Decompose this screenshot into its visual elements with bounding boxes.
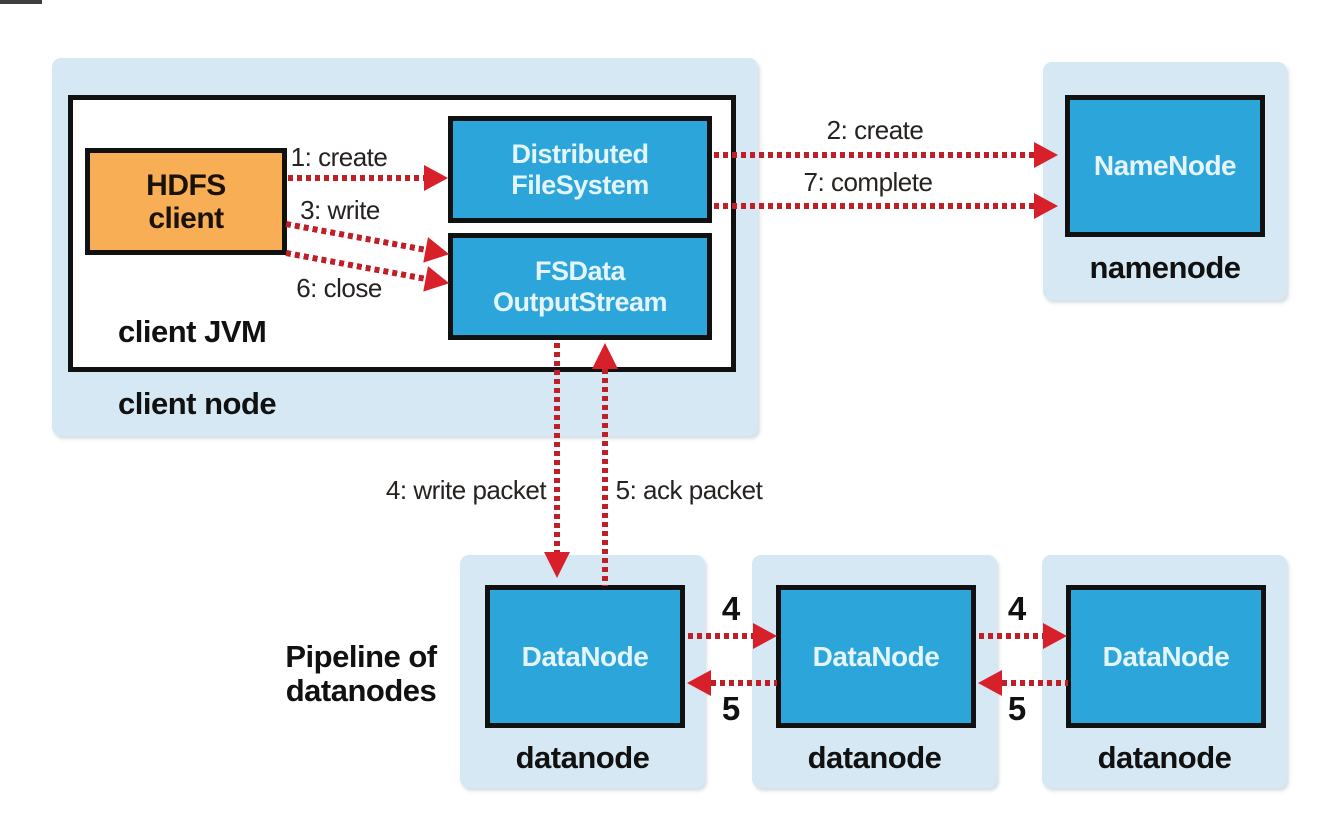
datanode-label-1: DataNode — [521, 640, 649, 672]
hdfs-client-node: HDFS client — [85, 148, 287, 255]
client-jvm-caption: client JVM — [118, 314, 267, 349]
arrowhead-right-icon — [1034, 142, 1058, 168]
arrowhead-right-icon — [1034, 193, 1058, 219]
dotted-line — [711, 680, 777, 686]
arrow-label-step2: 2: create — [826, 115, 924, 145]
arrow-step5-ack-packet — [592, 343, 618, 586]
arrow-pipeline-forward-2 — [979, 623, 1067, 649]
arrow-label-step4-write-packet: 4: write packet — [385, 475, 547, 505]
pipeline-step5-label-1: 5 — [721, 690, 741, 727]
arrowhead-right-icon — [1043, 623, 1067, 649]
fsdata-outputstream-label: FSData OutputStream — [492, 256, 668, 317]
dotted-line — [288, 175, 424, 181]
dotted-line — [602, 369, 608, 586]
hdfs-client-label: HDFS client — [146, 168, 226, 235]
dotted-line — [1002, 680, 1068, 686]
arrowhead-up-icon — [592, 343, 618, 369]
datanode-node-1: DataNode — [485, 585, 685, 728]
arrow-label-step1: 1: create — [290, 142, 388, 172]
distributed-filesystem-node: Distributed FileSystem — [448, 116, 712, 223]
datanode-node-3: DataNode — [1066, 585, 1266, 728]
datanode-label-3: DataNode — [1102, 640, 1230, 672]
pipeline-step4-label-2: 4 — [1007, 590, 1027, 627]
pipeline-step5-label-2: 5 — [1007, 690, 1027, 727]
namenode-node: NameNode — [1065, 95, 1265, 237]
arrow-step4-write-packet — [544, 343, 570, 578]
arrow-step1-create — [288, 165, 448, 191]
arrow-step2-create — [714, 142, 1058, 168]
arrow-label-step3: 3: write — [300, 195, 380, 225]
arrow-pipeline-forward-1 — [688, 623, 777, 649]
arrowhead-right-icon — [423, 237, 452, 268]
fsdata-outputstream-node: FSData OutputStream — [448, 233, 712, 340]
datanode-caption-3: datanode — [1097, 740, 1232, 775]
namenode-label: NameNode — [1093, 150, 1237, 182]
dotted-line — [554, 343, 560, 552]
arrowhead-left-icon — [978, 670, 1002, 696]
dotted-line — [688, 633, 753, 639]
arrow-label-step7: 7: complete — [803, 167, 933, 197]
pipeline-step4-label-1: 4 — [721, 590, 741, 627]
pipeline-of-datanodes-label: Pipeline of datanodes — [285, 639, 437, 708]
corner-artifact-mark — [0, 0, 42, 4]
dotted-line — [714, 152, 1034, 158]
arrow-label-step5-ack-packet: 5: ack packet — [615, 475, 763, 505]
dotted-line — [979, 633, 1043, 639]
arrowhead-right-icon — [753, 623, 777, 649]
client-node-caption: client node — [118, 386, 277, 421]
arrow-pipeline-ack-2 — [978, 670, 1068, 696]
arrowhead-right-icon — [424, 165, 448, 191]
distributed-filesystem-label: Distributed FileSystem — [511, 139, 649, 200]
arrow-pipeline-ack-1 — [687, 670, 777, 696]
arrowhead-down-icon — [544, 552, 570, 578]
datanode-node-2: DataNode — [776, 585, 976, 728]
arrowhead-left-icon — [687, 670, 711, 696]
arrowhead-right-icon — [423, 266, 452, 297]
arrow-label-step6: 6: close — [296, 273, 382, 303]
datanode-caption-2: datanode — [807, 740, 942, 775]
arrow-step7-complete — [714, 193, 1058, 219]
dotted-line — [714, 203, 1034, 209]
datanode-caption-1: datanode — [515, 740, 650, 775]
namenode-caption: namenode — [1089, 250, 1241, 285]
datanode-label-2: DataNode — [812, 640, 940, 672]
